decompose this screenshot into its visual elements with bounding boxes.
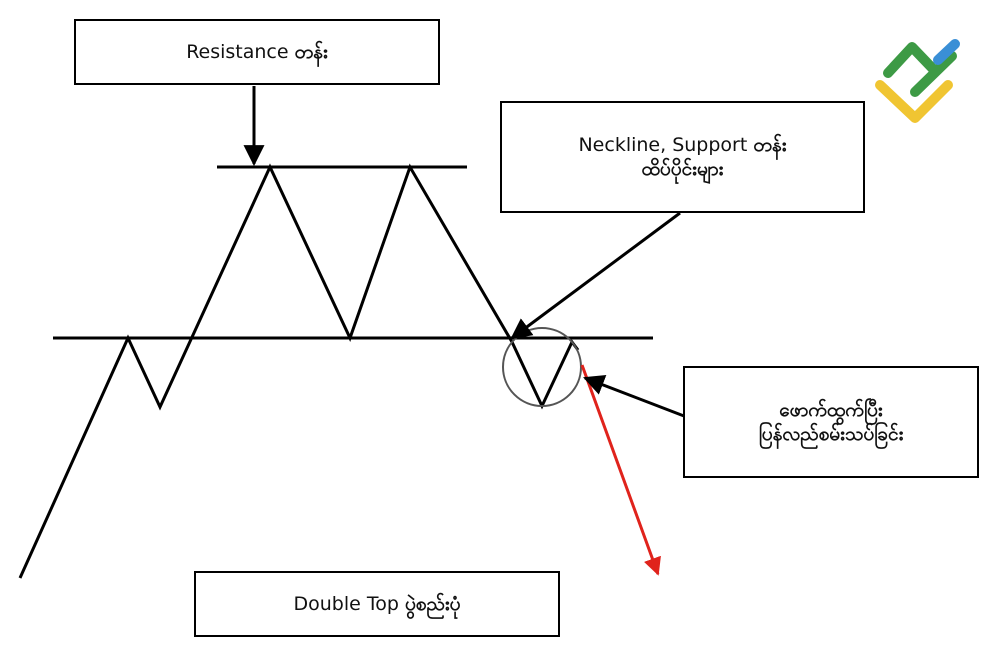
retest-pointer-arrow <box>583 374 685 418</box>
pattern-label-my: ပွဲစည်းပုံ <box>404 593 461 615</box>
neckline-label-en: Neckline, Support <box>578 134 748 156</box>
neckline-label-line1: Neckline, Support တန်း <box>578 133 786 157</box>
pattern-label-box: Double Top ပွဲစည်းပုံ <box>194 571 560 637</box>
pattern-label: Double Top ပွဲစည်းပုံ <box>293 592 460 616</box>
resistance-label-en: Resistance <box>186 41 289 63</box>
neckline-label-line2: ထိပ်ပိုင်းများ <box>641 158 724 180</box>
resistance-label: Resistance တန်း <box>186 40 328 64</box>
neckline-pointer-arrow <box>510 211 681 340</box>
neckline-label-box: Neckline, Support တန်း ထိပ်ပိုင်းများ <box>500 101 865 213</box>
retest-label-line2: ပြန်လည်စမ်းသပ်ခြင်း <box>758 423 904 445</box>
retest-label-line1: ဖောက်ထွက်ပြီး <box>779 399 883 421</box>
breakout-arrow <box>580 364 661 576</box>
resistance-label-my: တန်း <box>294 41 328 63</box>
neckline-label-my: တန်း <box>753 134 787 156</box>
price-path <box>18 163 580 579</box>
pattern-label-en: Double Top <box>293 593 399 615</box>
brand-logo-icon <box>875 39 960 123</box>
retest-label-box: ဖောက်ထွက်ပြီး ပြန်လည်စမ်းသပ်ခြင်း <box>683 366 979 478</box>
resistance-label-box: Resistance တန်း <box>74 19 440 85</box>
retest-circle <box>502 327 582 407</box>
